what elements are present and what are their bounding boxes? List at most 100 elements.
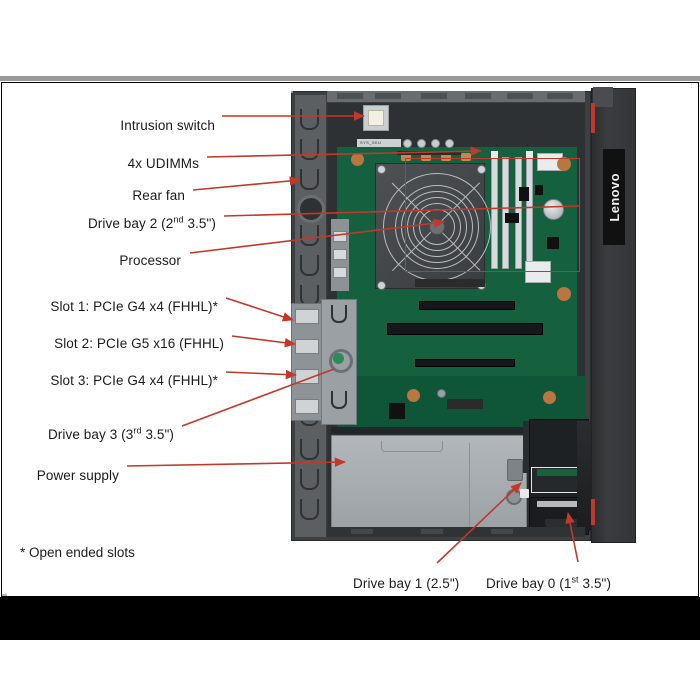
heatsink-screw-icon [377, 165, 386, 174]
standoff-pad [557, 157, 571, 171]
ordinal-suffix: nd [173, 214, 184, 225]
board-chip [547, 237, 559, 249]
pcie-slot-2-x16 [387, 323, 543, 335]
board-sticker-text: SYS_SKU [360, 140, 382, 145]
highlight-region-box [405, 158, 580, 272]
callout-label-udimms: 4x UDIMMs [127, 156, 199, 171]
chassis-foot [421, 529, 443, 534]
psu-release-tab [507, 459, 523, 481]
callout-label-slot-2: Slot 2: PCIe G5 x16 (FHHL) [54, 336, 224, 351]
board-chip [447, 399, 483, 409]
retainer-latch-green [333, 353, 344, 364]
usb-port-icon [333, 231, 347, 242]
lip-segment [465, 93, 491, 99]
cage-latch-icon [520, 489, 529, 498]
callout-label-text: 3.5") [578, 576, 612, 591]
psu-handle-notch [381, 441, 443, 452]
board-trace [415, 279, 485, 287]
callout-label-text: Drive bay 2 (2 [87, 216, 174, 231]
retainer-latch-hole [329, 349, 353, 373]
lip-segment [375, 93, 401, 99]
vent-slot-icon [300, 469, 319, 490]
ordinal-suffix: rd [133, 425, 142, 436]
thumbscrew-hole-icon [297, 195, 325, 223]
callout-label-power-supply: Power supply [36, 468, 119, 483]
vent-slot-icon [300, 439, 319, 460]
vent-slot-icon [300, 169, 319, 190]
dimm-latch-icon [491, 151, 498, 158]
footnote-open-ended-slots: * Open ended slots [20, 545, 135, 560]
callout-label-text: 3.5") [141, 427, 174, 442]
standoff-pad [407, 389, 420, 402]
vent-slot-icon [300, 255, 319, 276]
vent-slot-icon [300, 499, 319, 520]
drive-bay-0-lip [545, 519, 581, 529]
bezel-accent-stripe [591, 103, 595, 133]
lip-segment [337, 93, 363, 99]
vent-slot-icon [300, 225, 319, 246]
board-screw-icon [437, 389, 446, 398]
bezel-top-notch [593, 87, 613, 107]
pcie-slot-1 [419, 301, 515, 310]
slot-4-opening [295, 399, 319, 414]
dimm-latch-icon [526, 151, 533, 158]
capacitor-icon [431, 139, 440, 148]
board-chip [389, 403, 405, 419]
heatsink-screw-icon [477, 165, 486, 174]
lip-segment [547, 93, 573, 99]
vent-slot-icon [331, 305, 347, 323]
front-fan-shroud [577, 421, 593, 531]
power-connector [525, 261, 551, 283]
capacitor-icon [403, 139, 412, 148]
standoff-pad [543, 391, 556, 404]
capacitor-icon [417, 139, 426, 148]
page-top-margin [0, 0, 700, 76]
vent-slot-icon [331, 391, 347, 409]
chassis-foot [491, 529, 513, 534]
chassis-foot [351, 529, 373, 534]
edge-watermark: . . [688, 84, 694, 89]
page-bottom-band [0, 597, 700, 640]
lan-port-icon [333, 267, 347, 278]
callout-label-slot-1: Slot 1: PCIe G4 x4 (FHHL)* [50, 299, 218, 314]
slide-top-rule [0, 76, 700, 81]
bezel-accent-stripe [591, 499, 595, 525]
vent-slot-icon [300, 139, 319, 160]
lenovo-logo-badge: Lenovo [603, 149, 625, 245]
pcie-slot-3 [415, 359, 515, 367]
callout-label-slot-3: Slot 3: PCIe G4 x4 (FHHL)* [50, 373, 218, 388]
drive-bay-0-connector [537, 501, 585, 507]
callout-label-rear-fan: Rear fan [132, 188, 185, 203]
lip-segment [421, 93, 447, 99]
slot-3-opening [295, 369, 319, 384]
board-trace [397, 151, 461, 155]
standoff-pad [351, 153, 364, 166]
callout-label-drive-bay-2: Drive bay 2 (2nd 3.5") [87, 214, 216, 231]
lenovo-logo-text: Lenovo [606, 172, 622, 222]
slot-1-opening [295, 309, 319, 324]
psu-seam [469, 443, 470, 529]
corner-watermark: mk [2, 592, 7, 597]
board-sticker [357, 139, 401, 147]
heatsink-screw-icon [377, 281, 386, 290]
board-chip [505, 213, 519, 223]
board-chip [535, 185, 543, 195]
callout-label-intrusion-switch: Intrusion switch [120, 118, 215, 133]
callout-label-drive-bay-1: Drive bay 1 (2.5") [353, 576, 460, 591]
vent-slot-icon [300, 109, 319, 130]
ordinal-suffix: st [571, 574, 579, 585]
callout-label-drive-bay-3: Drive bay 3 (3rd 3.5") [47, 425, 174, 442]
usb-port-icon [333, 249, 347, 260]
capacitor-icon [445, 139, 454, 148]
slot-2-opening [295, 339, 319, 354]
drive-bay-1-board [537, 469, 583, 476]
lip-segment [507, 93, 533, 99]
chassis-divider [331, 427, 581, 434]
callout-label-text: 3.5") [183, 216, 216, 231]
desktop-chassis-illustration: SYS_SKU [291, 87, 636, 543]
standoff-pad [557, 287, 571, 301]
board-chip [519, 187, 529, 201]
callout-label-drive-bay-0: Drive bay 0 (1st 3.5") [486, 574, 612, 591]
callout-label-text: Drive bay 3 (3 [47, 427, 134, 442]
